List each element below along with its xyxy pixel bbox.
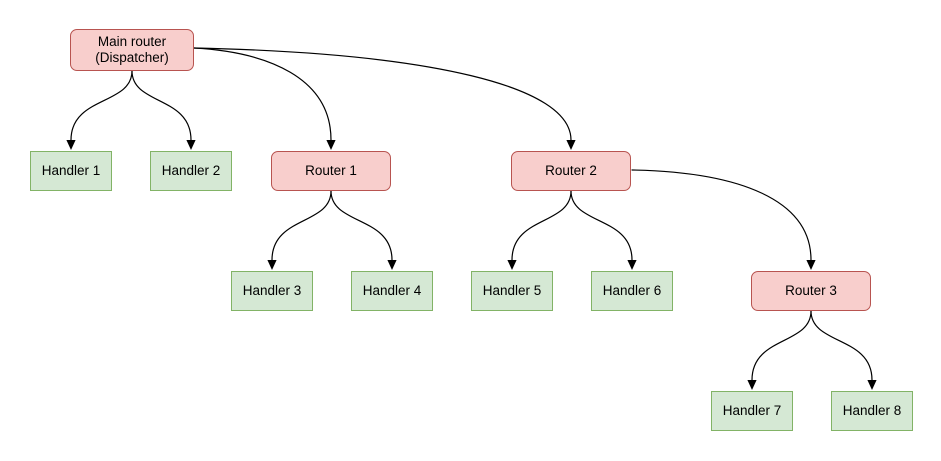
arrowhead-router-2 — [566, 140, 576, 150]
edge-paths-group — [70, 47, 873, 381]
arrowhead-router-3 — [806, 260, 816, 270]
arrowhead-handler-5 — [507, 260, 517, 270]
node-router-2[interactable]: Router 2 — [511, 151, 631, 191]
arrowhead-handler-3 — [267, 260, 277, 270]
edge-router-1-to-handler-3 — [271, 190, 332, 261]
arrowhead-handler-7 — [747, 380, 757, 390]
edge-main-router-to-router-1 — [193, 47, 332, 141]
edge-router-2-to-router-3 — [631, 169, 812, 261]
arrowhead-handler-2 — [186, 140, 196, 150]
edge-main-router-to-router-2 — [193, 47, 572, 141]
node-handler-3[interactable]: Handler 3 — [231, 271, 313, 311]
node-handler-7[interactable]: Handler 7 — [711, 391, 793, 431]
node-handler-1[interactable]: Handler 1 — [30, 151, 112, 191]
node-handler-5[interactable]: Handler 5 — [471, 271, 553, 311]
edge-router-2-to-handler-5 — [511, 190, 572, 261]
edge-router-3-to-handler-7 — [751, 310, 812, 381]
node-handler-4[interactable]: Handler 4 — [351, 271, 433, 311]
arrowhead-router-1 — [326, 140, 336, 150]
arrowhead-handler-1 — [66, 140, 76, 150]
node-handler-8[interactable]: Handler 8 — [831, 391, 913, 431]
node-main-router[interactable]: Main router (Dispatcher) — [70, 29, 194, 71]
node-handler-2[interactable]: Handler 2 — [150, 151, 232, 191]
edge-router-2-to-handler-6 — [570, 190, 633, 261]
edge-router-3-to-handler-8 — [810, 310, 873, 381]
node-router-1[interactable]: Router 1 — [271, 151, 391, 191]
node-router-3[interactable]: Router 3 — [751, 271, 871, 311]
edge-router-1-to-handler-4 — [330, 190, 393, 261]
edge-main-router-to-handler-1 — [70, 70, 133, 141]
edge-main-router-to-handler-2 — [131, 70, 192, 141]
arrowhead-handler-8 — [867, 380, 877, 390]
node-handler-6[interactable]: Handler 6 — [591, 271, 673, 311]
arrowhead-handler-4 — [387, 260, 397, 270]
arrowhead-handler-6 — [627, 260, 637, 270]
